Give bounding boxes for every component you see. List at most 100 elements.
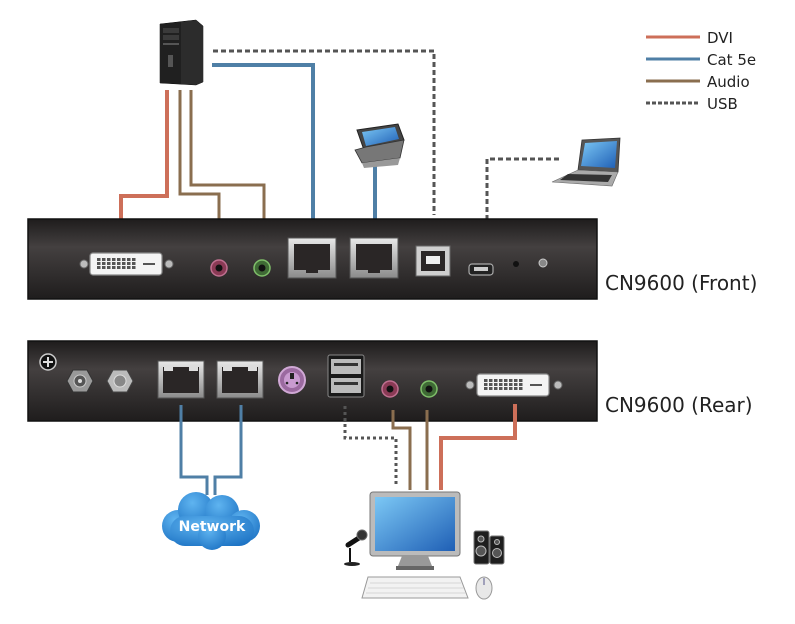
audio-cable-front-1 [178,90,221,232]
dvi-pin [484,383,488,386]
audio-cable-front-2 [189,90,266,232]
dvi-pin [499,379,503,382]
dvi-pin [499,383,503,386]
dvi-pin [484,387,488,390]
dvi-cable-console [439,404,517,490]
audio-jack-mic-rear [381,380,399,398]
legend-item-usb: USB [646,95,738,113]
dvi-pin [132,258,136,261]
rj45-port-rear-1 [157,360,205,399]
legend-label: USB [707,95,738,113]
mouse-icon [475,576,493,600]
dvi-pin [489,387,493,390]
usb-b-port-front [415,245,451,277]
dvi-pin [107,258,111,261]
front-panel-label: CN9600 (Front) [605,271,757,295]
dvi-pin [122,262,126,265]
dvi-pin [494,383,498,386]
network-cloud-icon: Network [162,492,260,550]
cables-rear [179,404,517,495]
usb-a-ports-rear [327,354,365,398]
dvi-pin [127,266,131,269]
dvi-pin [504,379,508,382]
microphone-icon [344,529,368,566]
dvi-pin [519,379,523,382]
reset-button[interactable] [538,258,548,268]
dvi-pin [484,379,488,382]
legend-item-cat-5e: Cat 5e [646,51,756,69]
dvi-pin [489,383,493,386]
cat5e-cable-pc [212,63,315,225]
dvi-port-front [79,252,174,276]
dvi-pin [514,383,518,386]
dvi-pin [97,258,101,261]
dvi-pin [117,258,121,261]
legend-item-audio: Audio [646,73,750,91]
cn9600-rear-panel [27,340,598,422]
mini-usb-port-front [468,263,494,276]
dvi-pin [97,266,101,269]
dvi-pin [127,262,131,265]
dvi-pin [519,387,523,390]
dvi-pin [122,258,126,261]
dvi-pin [127,258,131,261]
dvi-pin [509,383,513,386]
cat5e-network-1 [179,405,209,495]
ps2-port [278,366,306,394]
rj45-port-front-1 [287,237,337,279]
dvi-pin [494,379,498,382]
dvi-pin [489,379,493,382]
dvi-pin [514,379,518,382]
pc-tower-icon [159,19,204,86]
legend-label: DVI [707,29,733,47]
dvi-pin [102,266,106,269]
dvi-pin [102,258,106,261]
power-jack-1 [66,369,94,393]
legend-label: Cat 5e [707,51,756,69]
dvi-pin [504,387,508,390]
legend-label: Audio [707,73,750,91]
audio-cable-console-1 [391,410,412,490]
dvi-pin [117,262,121,265]
power-jack-2 [106,369,134,393]
dvi-pin [132,266,136,269]
dvi-port-rear [465,373,563,397]
speakers-icon [473,530,505,565]
dvi-cable-front [119,90,169,232]
dvi-pin [102,262,106,265]
console-monitor-icon [369,491,461,570]
led-indicator [513,261,519,267]
usb-cable-pc [213,49,436,215]
laptop-icon [551,137,621,187]
rj45-port-front-2 [349,237,399,279]
cat5e-network-2 [213,405,243,495]
dvi-pin [514,387,518,390]
audio-jack-mic-front [210,259,228,277]
rear-panel-label: CN9600 (Rear) [605,393,753,417]
touch-panel-icon [354,123,405,168]
dvi-pin [117,266,121,269]
dvi-pin [107,266,111,269]
dvi-pin [112,262,116,265]
cn9600-front-panel [27,218,598,300]
legend-item-dvi: DVI [646,29,733,47]
network-label: Network [179,519,246,535]
dvi-pin [122,266,126,269]
dvi-pin [112,266,116,269]
dvi-pin [509,387,513,390]
dvi-pin [504,383,508,386]
dvi-pin [499,387,503,390]
cables-front [119,49,559,262]
dvi-pin [97,262,101,265]
ground-screw-icon [39,353,57,371]
keyboard-icon [361,576,469,599]
dvi-pin [509,379,513,382]
dvi-pin [132,262,136,265]
dvi-pin [112,258,116,261]
dvi-pin [107,262,111,265]
rj45-port-rear-2 [216,360,264,399]
dvi-pin [519,383,523,386]
audio-jack-speaker-rear [420,380,438,398]
